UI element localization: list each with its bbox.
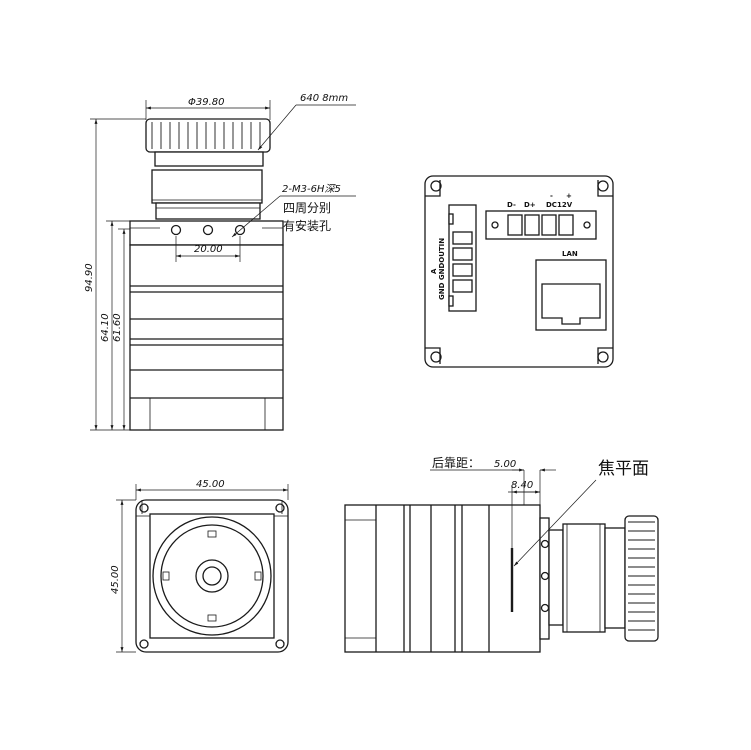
polarity-minus: - (550, 192, 553, 200)
lens-profile (548, 515, 659, 642)
hole-spacing-dimension: 20.00 (175, 236, 241, 262)
back-focus-dimension: 后靠距： 5.00 (430, 456, 556, 518)
lens-mount (152, 516, 272, 636)
camera-body-side (129, 220, 284, 431)
lens-focus-ring (145, 118, 271, 167)
side-view: Φ39.80 640 8mm 2-M3-6H深5 四周分别 有安装孔 20.00 (84, 93, 356, 431)
focal-plane-callout: 焦平面 (513, 459, 649, 567)
height-body-label: 64.10 (100, 313, 111, 342)
front-view: 45.00 45.00 (110, 479, 289, 653)
lens-barrel (151, 169, 263, 220)
pin-label-dplus: D+ (524, 201, 536, 209)
polarity-plus: + (566, 192, 572, 200)
back-focus-value: 5.00 (494, 459, 516, 470)
pin-label-dminus: D- (507, 201, 516, 209)
camera-body-profile (344, 504, 550, 653)
io-pin-labels: GND GNDOUTIN (438, 238, 446, 300)
lan-port: LAN (535, 250, 607, 331)
front-width-dimension: 45.00 (135, 479, 289, 500)
profile-view: 后靠距： 5.00 8.40 焦平面 (344, 456, 659, 653)
mounting-hole-note: 2-M3-6H深5 四周分别 有安装孔 (231, 183, 356, 238)
diameter-label: Φ39.80 (188, 97, 225, 108)
hole-note-line2: 四周分别 (283, 201, 331, 215)
corner-holes-front (136, 500, 288, 649)
hole-note-line3: 有安装孔 (283, 218, 331, 233)
diameter-dimension: Φ39.80 (145, 97, 271, 120)
hole-spacing-label: 20.00 (194, 244, 223, 255)
height-total-label: 94.90 (84, 263, 95, 292)
pin-label-dc12v: DC12V (546, 201, 573, 209)
front-width-label: 45.00 (196, 479, 225, 490)
height-dimensions: 94.90 64.10 61.60 (84, 118, 146, 431)
io-terminal-block: GND GNDOUTIN A (430, 204, 477, 312)
hole-spec-label: 2-M3-6H深5 (282, 183, 341, 195)
lens-model-label: 640 8mm (300, 93, 348, 104)
focal-plane-label: 焦平面 (598, 459, 649, 479)
lan-label: LAN (562, 250, 578, 258)
io-side-label: A (430, 268, 438, 274)
rear-view: GND GNDOUTIN A D- D+ DC12V - + LAN (424, 175, 614, 368)
power-terminal-block: D- D+ DC12V - + (485, 192, 597, 240)
focal-offset-dimension: 8.40 (508, 480, 540, 548)
front-height-dimension: 45.00 (110, 499, 136, 653)
focal-offset-label: 8.40 (511, 480, 533, 491)
corner-holes-rear (425, 180, 613, 364)
front-height-label: 45.00 (110, 565, 121, 594)
height-inner-label: 61.60 (112, 313, 123, 342)
lens-leader: 640 8mm (257, 93, 356, 151)
back-focus-text: 后靠距： (432, 456, 480, 470)
